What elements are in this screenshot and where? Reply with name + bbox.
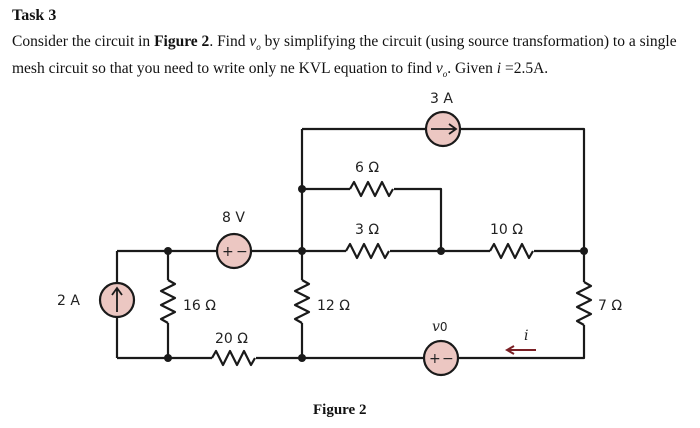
label-8v: 8 V [222, 210, 245, 226]
label-2a: 2 A [57, 293, 80, 309]
text-segment: . Find [209, 33, 250, 50]
node [298, 247, 306, 255]
arrow-left-icon [504, 345, 536, 355]
text-segment: by simplifying the circuit (using source… [12, 33, 677, 78]
resistor-3-zigzag [345, 242, 390, 260]
label-12-ohm: 12 Ω [317, 298, 350, 314]
variable-vo: vo [249, 33, 261, 53]
label-vo: v0 [432, 319, 448, 335]
label-3a: 3 A [430, 91, 453, 107]
figure-caption: Figure 2 [313, 402, 367, 418]
resistor-16-zigzag [159, 279, 177, 324]
source-circle [422, 339, 460, 377]
node [164, 354, 172, 362]
resistor-7-zigzag [575, 281, 593, 326]
plus-sign: + [222, 244, 234, 260]
label-20-ohm: 20 Ω [215, 331, 248, 347]
label-7-ohm: 7 Ω [598, 298, 622, 314]
current-source-3a [424, 110, 462, 148]
node [580, 247, 588, 255]
minus-sign: − [442, 351, 454, 367]
voltage-source-vo: + − [422, 339, 460, 377]
resistor-6-zigzag [349, 180, 394, 198]
arrow-right-icon [431, 123, 458, 135]
node [437, 247, 445, 255]
plus-sign: + [429, 351, 441, 367]
variable-i: i [496, 60, 502, 78]
label-6-ohm: 6 Ω [355, 160, 379, 176]
wire-top-3a-right [460, 127, 586, 251]
label-vo-subscript: 0 [440, 320, 448, 334]
task-description: Consider the circuit in Figure 2. Find v… [12, 31, 692, 85]
resistor-20-zigzag [211, 349, 256, 367]
voltage-source-8v: + − [215, 232, 253, 270]
text-segment: Consider the circuit in [12, 33, 155, 50]
figure-reference: Figure 2 [154, 33, 210, 50]
node [298, 354, 306, 362]
minus-sign: − [236, 244, 248, 260]
current-source-2a [98, 281, 136, 319]
variable-vo: vo [435, 60, 448, 80]
node [298, 185, 306, 193]
variable-vo-subscript: o [256, 42, 261, 53]
text-segment: . Given [447, 60, 497, 78]
wire-bottom-vo-right [458, 337, 586, 360]
label-16-ohm: 16 Ω [183, 298, 216, 314]
node [164, 247, 172, 255]
resistor-10-zigzag [489, 242, 534, 260]
label-10-ohm: 10 Ω [490, 222, 523, 238]
variable-vo-letter: v [435, 60, 443, 78]
text-segment: =2.5A. [501, 60, 549, 78]
task-title: Task 3 [12, 7, 57, 24]
label-3-ohm: 3 Ω [355, 222, 379, 238]
label-i: i [524, 328, 528, 344]
resistor-12-zigzag [293, 279, 311, 324]
arrow-up-icon [111, 286, 123, 312]
label-vo-letter: v [432, 319, 440, 335]
source-circle [215, 232, 253, 270]
wire-6-right [394, 187, 443, 251]
variable-vo-letter: v [249, 33, 257, 50]
wire-10-right [534, 249, 586, 282]
variable-vo-subscript: o [442, 69, 448, 80]
